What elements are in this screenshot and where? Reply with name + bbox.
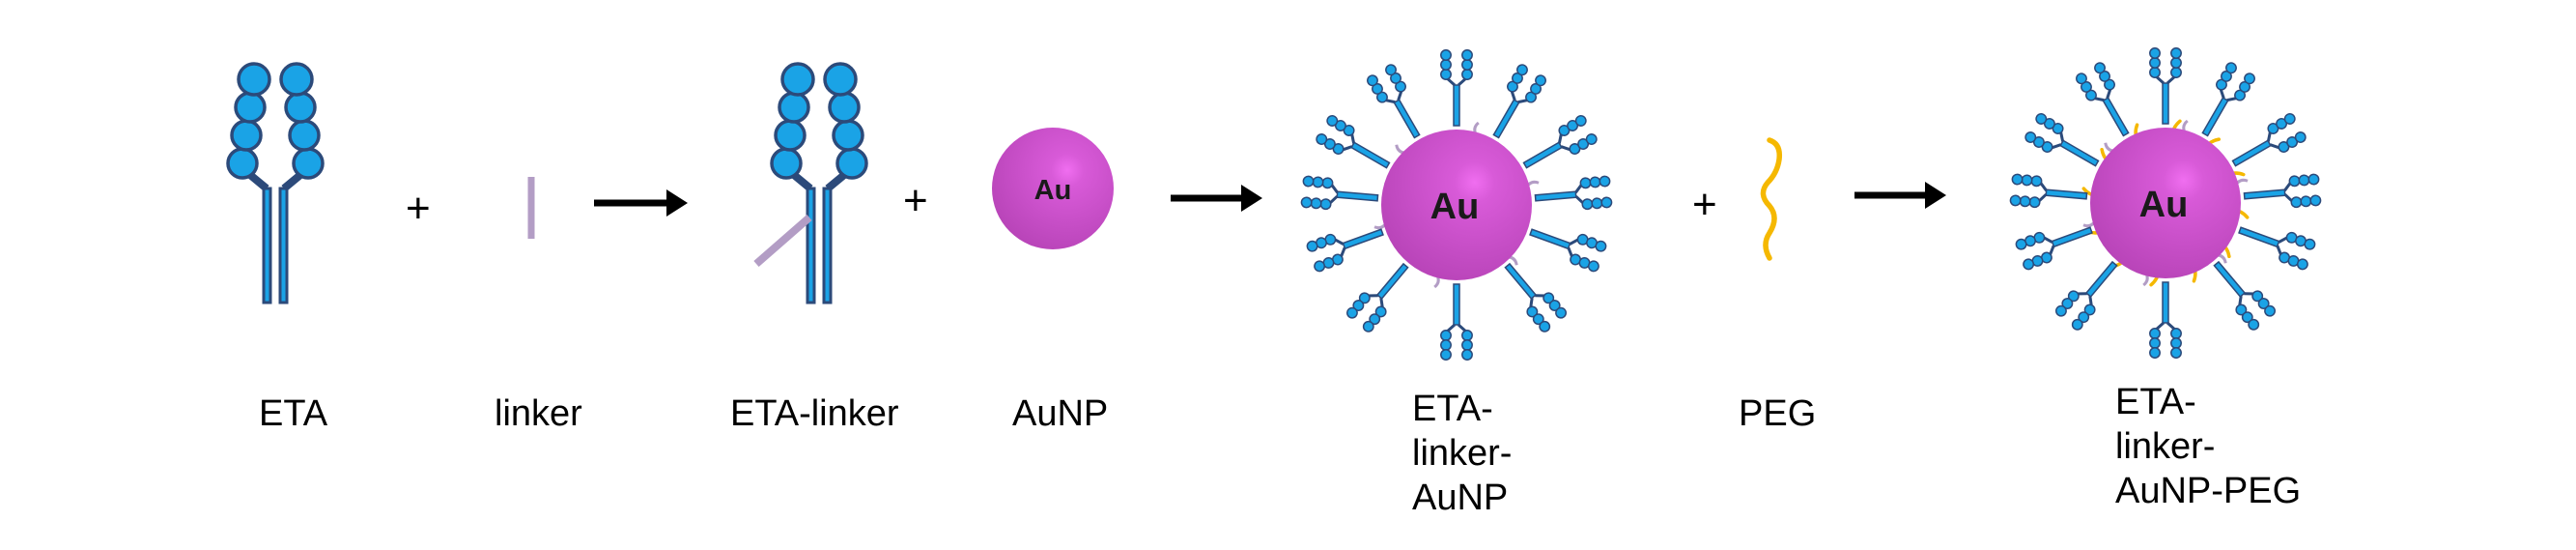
label-linker: linker: [495, 393, 582, 434]
label-line: AuNP-PEG: [2115, 471, 2302, 511]
peg-chain-icon: [1760, 137, 1783, 261]
plus-sign: +: [1692, 181, 1717, 228]
eta-linker-aunp-conjugate-icon: Au: [1299, 48, 1614, 362]
plus-sign: +: [903, 177, 928, 224]
label-peg: PEG: [1739, 393, 1817, 434]
label-aunp: AuNP: [1012, 393, 1109, 434]
label-line: ETA-: [2115, 382, 2196, 422]
label-line: ETA-: [1412, 389, 1493, 429]
eta-antibody-icon: [228, 64, 323, 303]
arrow-right-icon: [594, 189, 688, 217]
arrow-right-icon: [1171, 185, 1262, 212]
label-eta-linker-aunp-peg: ETA- linker- AuNP-PEG: [2115, 380, 2301, 513]
label-line: linker-: [1412, 433, 1513, 474]
eta-linker-aunp-peg-conjugate-icon: Au: [2010, 48, 2321, 358]
label-eta-linker: ETA-linker: [730, 393, 899, 434]
particle-label: Au: [1430, 187, 1480, 227]
label-line: AuNP: [1412, 478, 1509, 518]
label-eta: ETA: [259, 393, 328, 434]
label-line: linker-: [2115, 426, 2216, 467]
gold-nanoparticle-icon: Au: [992, 128, 1114, 249]
particle-label: Au: [1034, 175, 1072, 206]
particle-label: Au: [2139, 185, 2189, 225]
eta-linker-antibody-icon: [753, 64, 866, 303]
arrow-right-icon: [1854, 182, 1946, 209]
plus-sign: +: [406, 185, 431, 232]
label-eta-linker-aunp: ETA- linker- AuNP: [1412, 387, 1512, 520]
